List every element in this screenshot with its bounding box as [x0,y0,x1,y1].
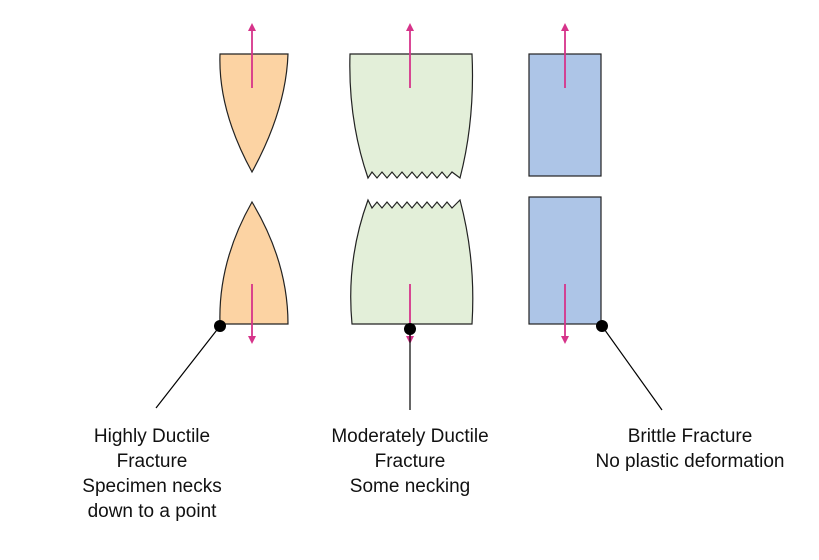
moderately-ductile-leader-dot [404,323,416,335]
leader-lines [155,320,663,411]
highly-ductile-desc-line2: down to a point [87,501,217,522]
highly-ductile-title-line1: Highly Ductile [93,426,211,447]
brittle-desc-line1: No plastic deformation [595,451,785,472]
moderately-ductile-specimen [349,23,474,344]
moderately-ductile-desc-line1: Some necking [349,476,471,497]
highly-ductile-upper-half [219,53,289,174]
moderately-ductile-label: Moderately Ductile Fracture Some necking [290,424,530,499]
moderately-ductile-title-line1: Moderately Ductile [331,426,489,447]
highly-ductile-leader-dot [214,320,226,332]
moderately-ductile-upper-half [349,53,474,180]
brittle-leader-dot [596,320,608,332]
highly-ductile-lower-half [219,200,289,325]
brittle-specimen [528,23,602,344]
moderately-ductile-lower-half [350,198,474,325]
highly-ductile-label: Highly Ductile Fracture Specimen necks d… [52,424,252,524]
moderately-ductile-title-line2: Fracture [374,451,446,472]
brittle-leader-line [601,325,663,411]
highly-ductile-title-line2: Fracture [116,451,188,472]
highly-ductile-desc-line1: Specimen necks [82,476,222,497]
highly-ductile-leader-line [155,325,221,409]
brittle-label: Brittle Fracture No plastic deformation [570,424,810,474]
highly-ductile-specimen [219,23,289,344]
brittle-title-line1: Brittle Fracture [627,426,753,447]
